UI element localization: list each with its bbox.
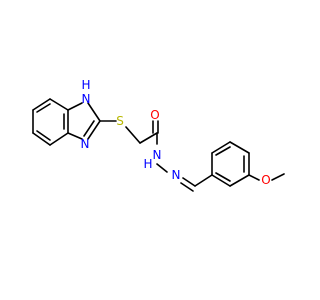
hydrogen-h1-label: H: [81, 78, 90, 92]
imidazole-ring: [67, 102, 101, 140]
amide-nitrogen-label: N: [153, 148, 162, 162]
methoxy-oxygen-label: O: [261, 173, 270, 187]
thioether-chain: [99, 120, 141, 144]
carbonyl-group: [139, 120, 159, 145]
molecule-structure: N H N S O N H N O: [32, 78, 285, 192]
atom-labels: N H N S O N H N O: [81, 78, 271, 187]
benzene-ring-fused: [32, 98, 69, 146]
hydrogen-h2-label: H: [143, 157, 152, 171]
nitrogen-n1-label: N: [82, 92, 91, 106]
hydrazone-linker: [156, 163, 213, 192]
methoxyphenyl-ring: [211, 141, 285, 187]
carbonyl-oxygen-label: O: [150, 108, 159, 122]
nitrogen-n3-label: N: [81, 137, 90, 151]
sulfur-label: S: [116, 114, 124, 128]
imine-nitrogen-label: N: [172, 168, 181, 182]
